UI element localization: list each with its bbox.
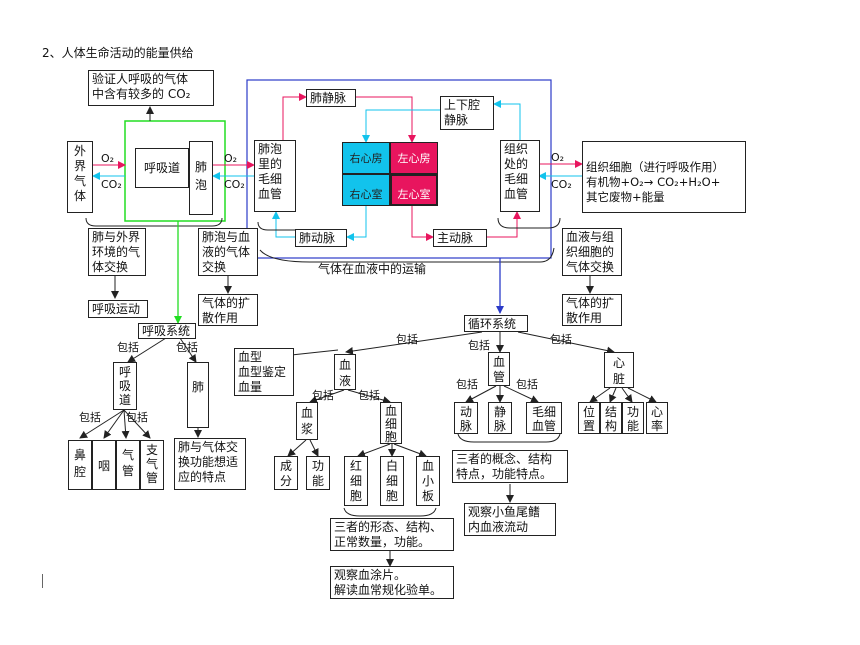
platelet-box: 血 小 板	[416, 456, 440, 506]
respiratory-tract-box: 呼 吸 道	[113, 362, 137, 410]
blood-type-box: 血型 血型鉴定 血量	[234, 348, 294, 396]
circulatory-system-box: 循环系统	[464, 315, 528, 332]
verify-co2-box: 验证人呼吸的气体 中含有较多的 CO₂	[88, 70, 214, 106]
include-label: 包括	[117, 341, 139, 354]
nasal-cavity-box: 鼻 腔	[68, 440, 92, 490]
vessel-note-box: 三者的概念、结构 特点，功能特点。	[452, 450, 568, 483]
page-title: 2、人体生命活动的能量供给	[42, 46, 194, 60]
o2-label: O₂	[224, 152, 238, 165]
trachea-box: 气 管	[116, 440, 140, 490]
include-label: 包括	[126, 411, 148, 424]
co2-label: CO₂	[551, 178, 572, 191]
respiratory-system-box: 呼吸系统	[138, 323, 196, 339]
gas-diffusion-box: 气体的扩 散作用	[562, 294, 622, 326]
function-box: 功 能	[306, 456, 330, 490]
alveoli-blood-exchange-box: 肺泡与血 液的气体 交换	[198, 228, 258, 276]
pulmonary-artery-box: 肺动脉	[295, 229, 347, 247]
outside-air-box: 外 界 气 体	[67, 141, 93, 213]
component-box: 成 分	[274, 456, 298, 490]
heart-box: 心 脏	[604, 352, 634, 388]
lung-feature-box: 肺与气体交 换功能想适 应的特点	[174, 438, 246, 490]
vena-cava-box: 上下腔 静脉	[440, 96, 494, 130]
position-box: 位 置	[578, 402, 600, 434]
include-label: 包括	[176, 341, 198, 354]
artery-box: 动 脉	[454, 402, 478, 434]
blood-tissue-exchange-box: 血液与组 织细胞的 气体交换	[562, 228, 622, 276]
include-label: 包括	[550, 333, 572, 346]
structure-box: 结 构	[600, 402, 622, 434]
white-blood-cell-box: 白 细 胞	[380, 456, 404, 506]
o2-label: O₂	[101, 152, 115, 165]
lung-environment-exchange-box: 肺与外界 环境的气 体交换	[88, 228, 146, 276]
include-label: 包括	[516, 378, 538, 391]
fish-tail-box: 观察小鱼尾鳍 内血液流动	[464, 503, 556, 536]
blood-cells-note-box: 三者的形态、结构、 正常数量，功能。	[330, 518, 454, 551]
include-label: 包括	[312, 389, 334, 402]
gas-transport-label: 气体在血液中的运输	[318, 262, 427, 276]
left-ventricle: 左心室	[390, 174, 438, 206]
aorta-box: 主动脉	[433, 229, 487, 247]
blood-box: 血 液	[334, 354, 356, 390]
o2-label: O₂	[551, 151, 565, 164]
vein-box: 静 脉	[488, 402, 512, 434]
include-label: 包括	[396, 333, 418, 346]
heart-rate-box: 心 率	[646, 402, 668, 434]
tissue-cells-box: 组织细胞（进行呼吸作用） 有机物+O₂→ CO₂+H₂O+ 其它废物+能量	[582, 141, 746, 213]
airway-box: 呼吸道	[135, 148, 189, 188]
bronchi-box: 支 气 管	[140, 440, 164, 490]
plasma-box: 血 浆	[296, 402, 318, 440]
include-label: 包括	[79, 411, 101, 424]
left-atrium: 左心房	[390, 142, 438, 174]
blood-smear-box: 观察血涂片。 解读血常规化验单。	[330, 566, 454, 599]
co2-label: CO₂	[224, 178, 245, 191]
include-label: 包括	[468, 339, 490, 352]
gas-diffusion-box: 气体的扩 散作用	[198, 294, 258, 326]
pharynx-box: 咽	[92, 440, 116, 490]
tissue-capillary-box: 组织 处的 毛细 血管	[500, 140, 540, 212]
pulmonary-vein-box: 肺静脉	[306, 89, 356, 107]
blood-cells-box: 血 细 胞	[380, 402, 402, 444]
cursor-mark	[42, 574, 43, 588]
include-label: 包括	[456, 378, 478, 391]
breathing-motion-box: 呼吸运动	[88, 300, 148, 318]
alveoli-box: 肺 泡	[189, 141, 213, 215]
alveolar-capillary-box: 肺泡 里的 毛细 血管	[254, 140, 296, 212]
right-atrium: 右心房	[342, 142, 390, 174]
heart-function-box: 功 能	[622, 402, 644, 434]
capillary-box: 毛细 血管	[526, 402, 562, 434]
co2-label: CO₂	[101, 178, 122, 191]
lung-box: 肺	[187, 362, 209, 428]
red-blood-cell-box: 红 细 胞	[344, 456, 368, 506]
include-label: 包括	[358, 389, 380, 402]
right-ventricle: 右心室	[342, 174, 390, 206]
vessel-box: 血 管	[488, 352, 510, 386]
